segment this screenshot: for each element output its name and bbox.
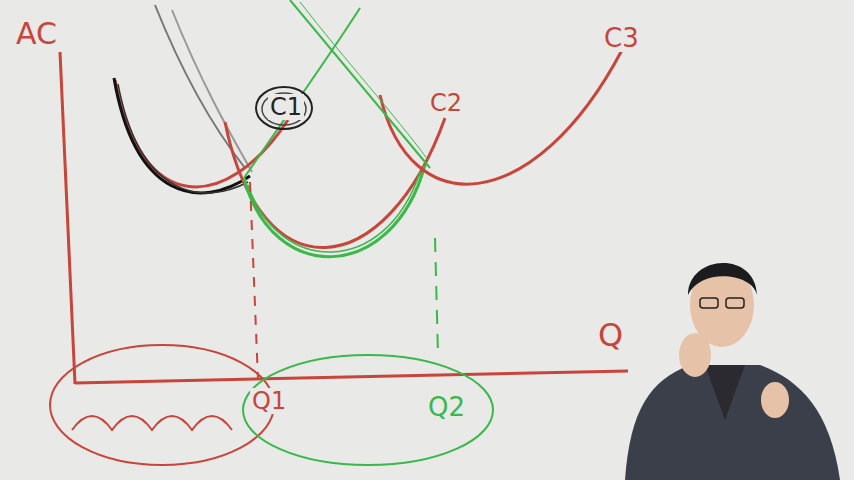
range-ellipse [50, 345, 274, 465]
vertical-axis [60, 52, 75, 384]
curve-label: C1 [268, 94, 304, 120]
sketch-line [244, 8, 360, 178]
lecturer-figure [625, 263, 840, 480]
cost-curve [225, 118, 445, 248]
sketch-line [172, 10, 252, 172]
axis-label: Q [596, 318, 625, 352]
dashed-guide [435, 238, 438, 355]
highlight-curve [248, 172, 420, 252]
wavy-line [72, 416, 232, 430]
sketch-line [300, 2, 428, 160]
curve-label: C2 [428, 90, 464, 116]
circle-mark [262, 93, 306, 125]
dashed-guide [250, 182, 258, 380]
quantity-label: Q2 [426, 393, 467, 421]
axis-label: AC [14, 18, 59, 50]
circle-mark [256, 87, 312, 129]
range-ellipse [243, 355, 493, 465]
quantity-label: Q1 [250, 388, 288, 414]
highlight-curve [244, 165, 425, 257]
curve-label: C3 [602, 24, 641, 52]
highlight-curve [114, 78, 250, 193]
sketch-line [290, 0, 430, 168]
horizontal-axis [75, 371, 628, 383]
cost-curve [380, 50, 622, 184]
